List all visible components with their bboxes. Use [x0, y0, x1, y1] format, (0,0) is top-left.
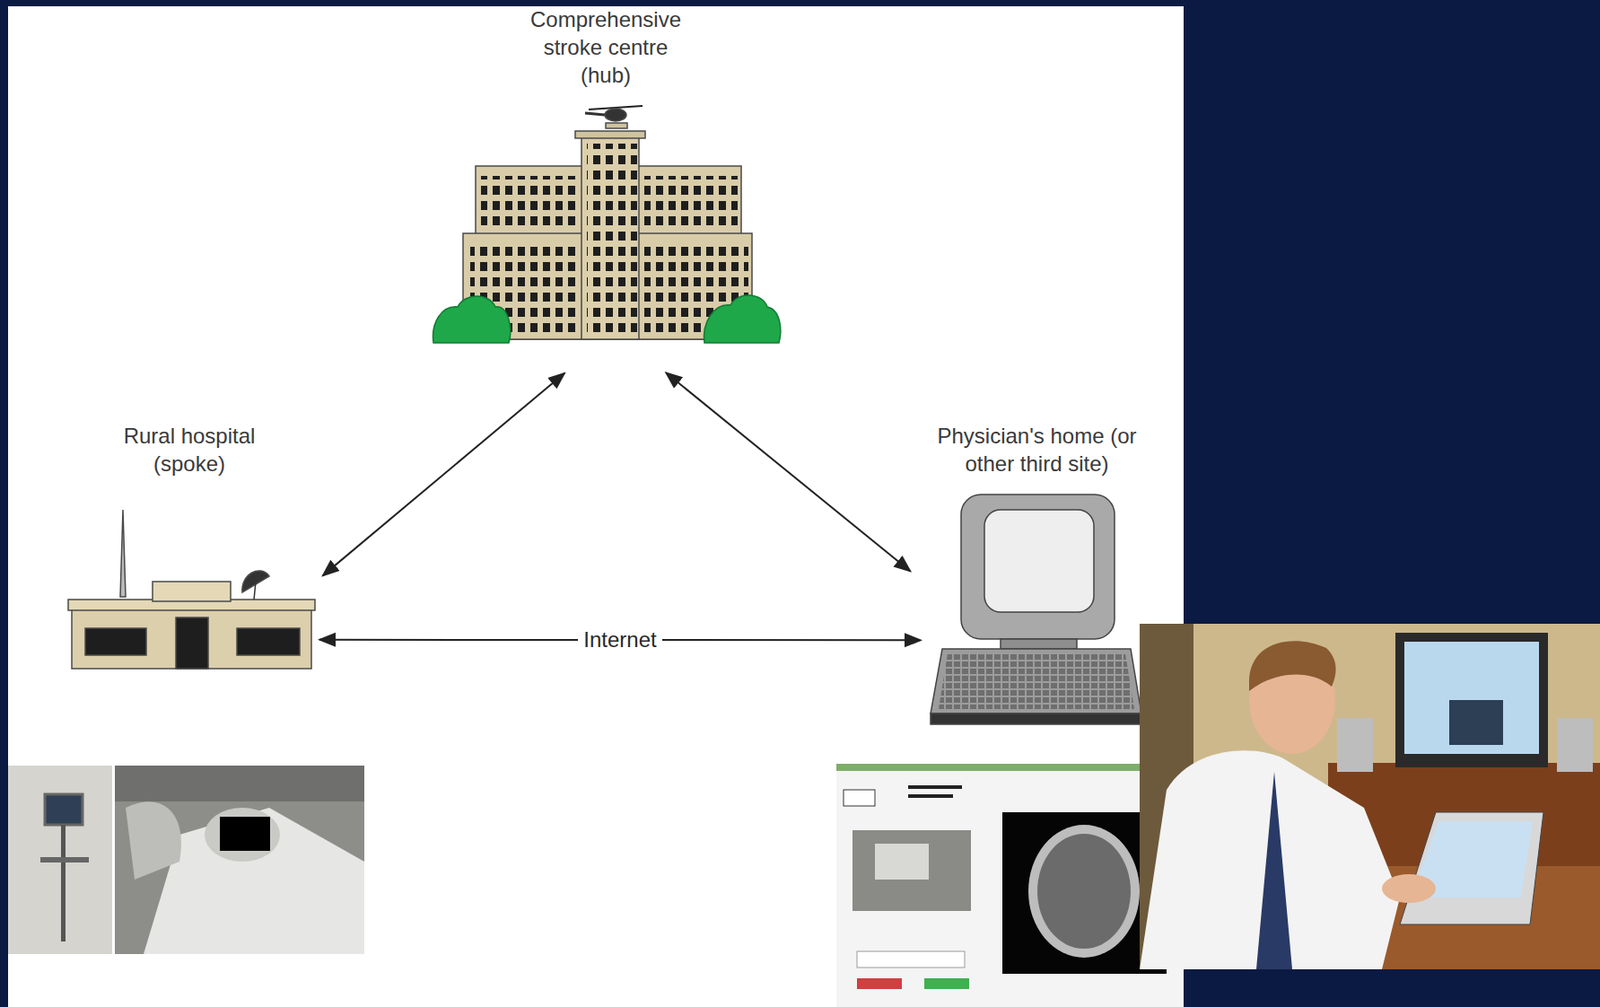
hub-building — [433, 105, 781, 343]
patient-photo — [8, 765, 365, 954]
computer-icon — [930, 494, 1142, 725]
physician-photo — [1139, 623, 1600, 970]
link-arrow — [665, 372, 910, 571]
site-heading: Rural hospital (spoke) — [108, 421, 271, 478]
link-label: Internet — [577, 625, 662, 656]
rural-hospital-building — [68, 509, 315, 669]
teleconsult-screenshot — [836, 763, 1184, 1007]
site-node: Comprehensive stroke centre (hub) — [421, 5, 790, 350]
site-heading: Comprehensive stroke centre (hub) — [520, 5, 691, 90]
site-heading: Physician's home (or other third site) — [931, 421, 1143, 478]
site-node: Rural hospital (spoke) — [62, 421, 316, 674]
site-node: Physician's home (or other third site) — [924, 421, 1150, 726]
link-arrow — [323, 373, 565, 577]
white-panel — [8, 6, 1184, 1007]
